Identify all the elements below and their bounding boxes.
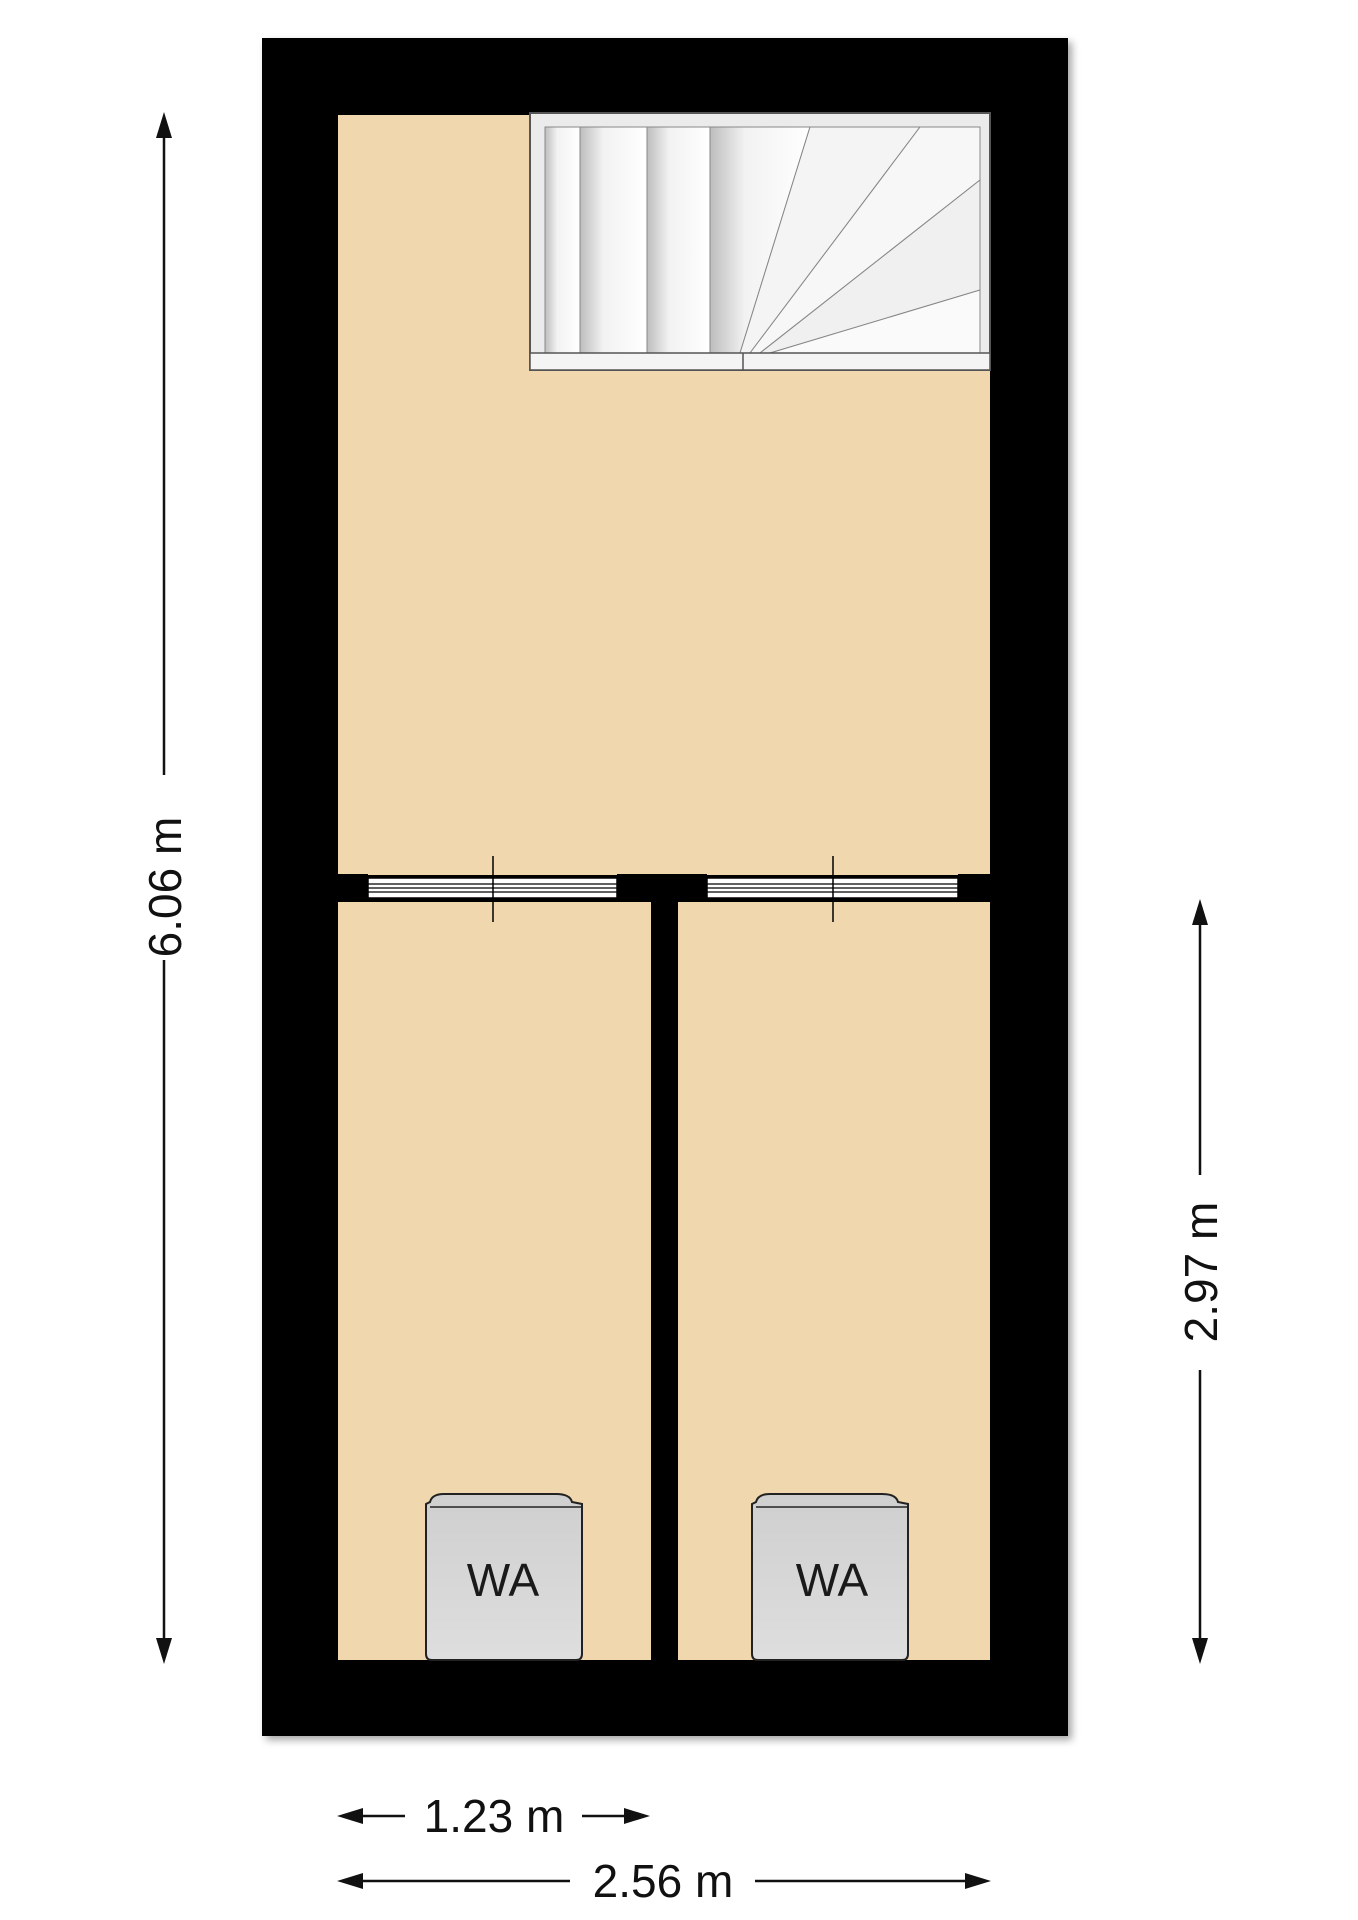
sliding-door-right[interactable] [706, 856, 959, 922]
dimension-total-width-label: 2.56 m [593, 1855, 734, 1907]
fixture-label-left: WA [467, 1554, 540, 1606]
washing-machine-icon [751, 1493, 909, 1661]
partition-wall-left-stub [338, 874, 368, 902]
dimension-total-width: 2.56 m [337, 1855, 991, 1907]
dimension-total-height-label: 6.06 m [139, 817, 191, 958]
dimension-total-height: 6.06 m [139, 112, 191, 1664]
staircase [529, 112, 991, 371]
sliding-door-left[interactable] [367, 856, 618, 922]
partition-wall-right-stub [958, 874, 990, 902]
divider-wall [651, 874, 678, 1660]
dimension-half-width-label: 1.23 m [424, 1790, 565, 1842]
dimension-half-width: 1.23 m [337, 1790, 650, 1842]
dimension-lower-height-label: 2.97 m [1175, 1202, 1227, 1343]
washing-machine-icon [425, 1493, 583, 1661]
dimension-lower-height: 2.97 m [1175, 899, 1227, 1664]
fixture-label-right: WA [796, 1554, 869, 1606]
